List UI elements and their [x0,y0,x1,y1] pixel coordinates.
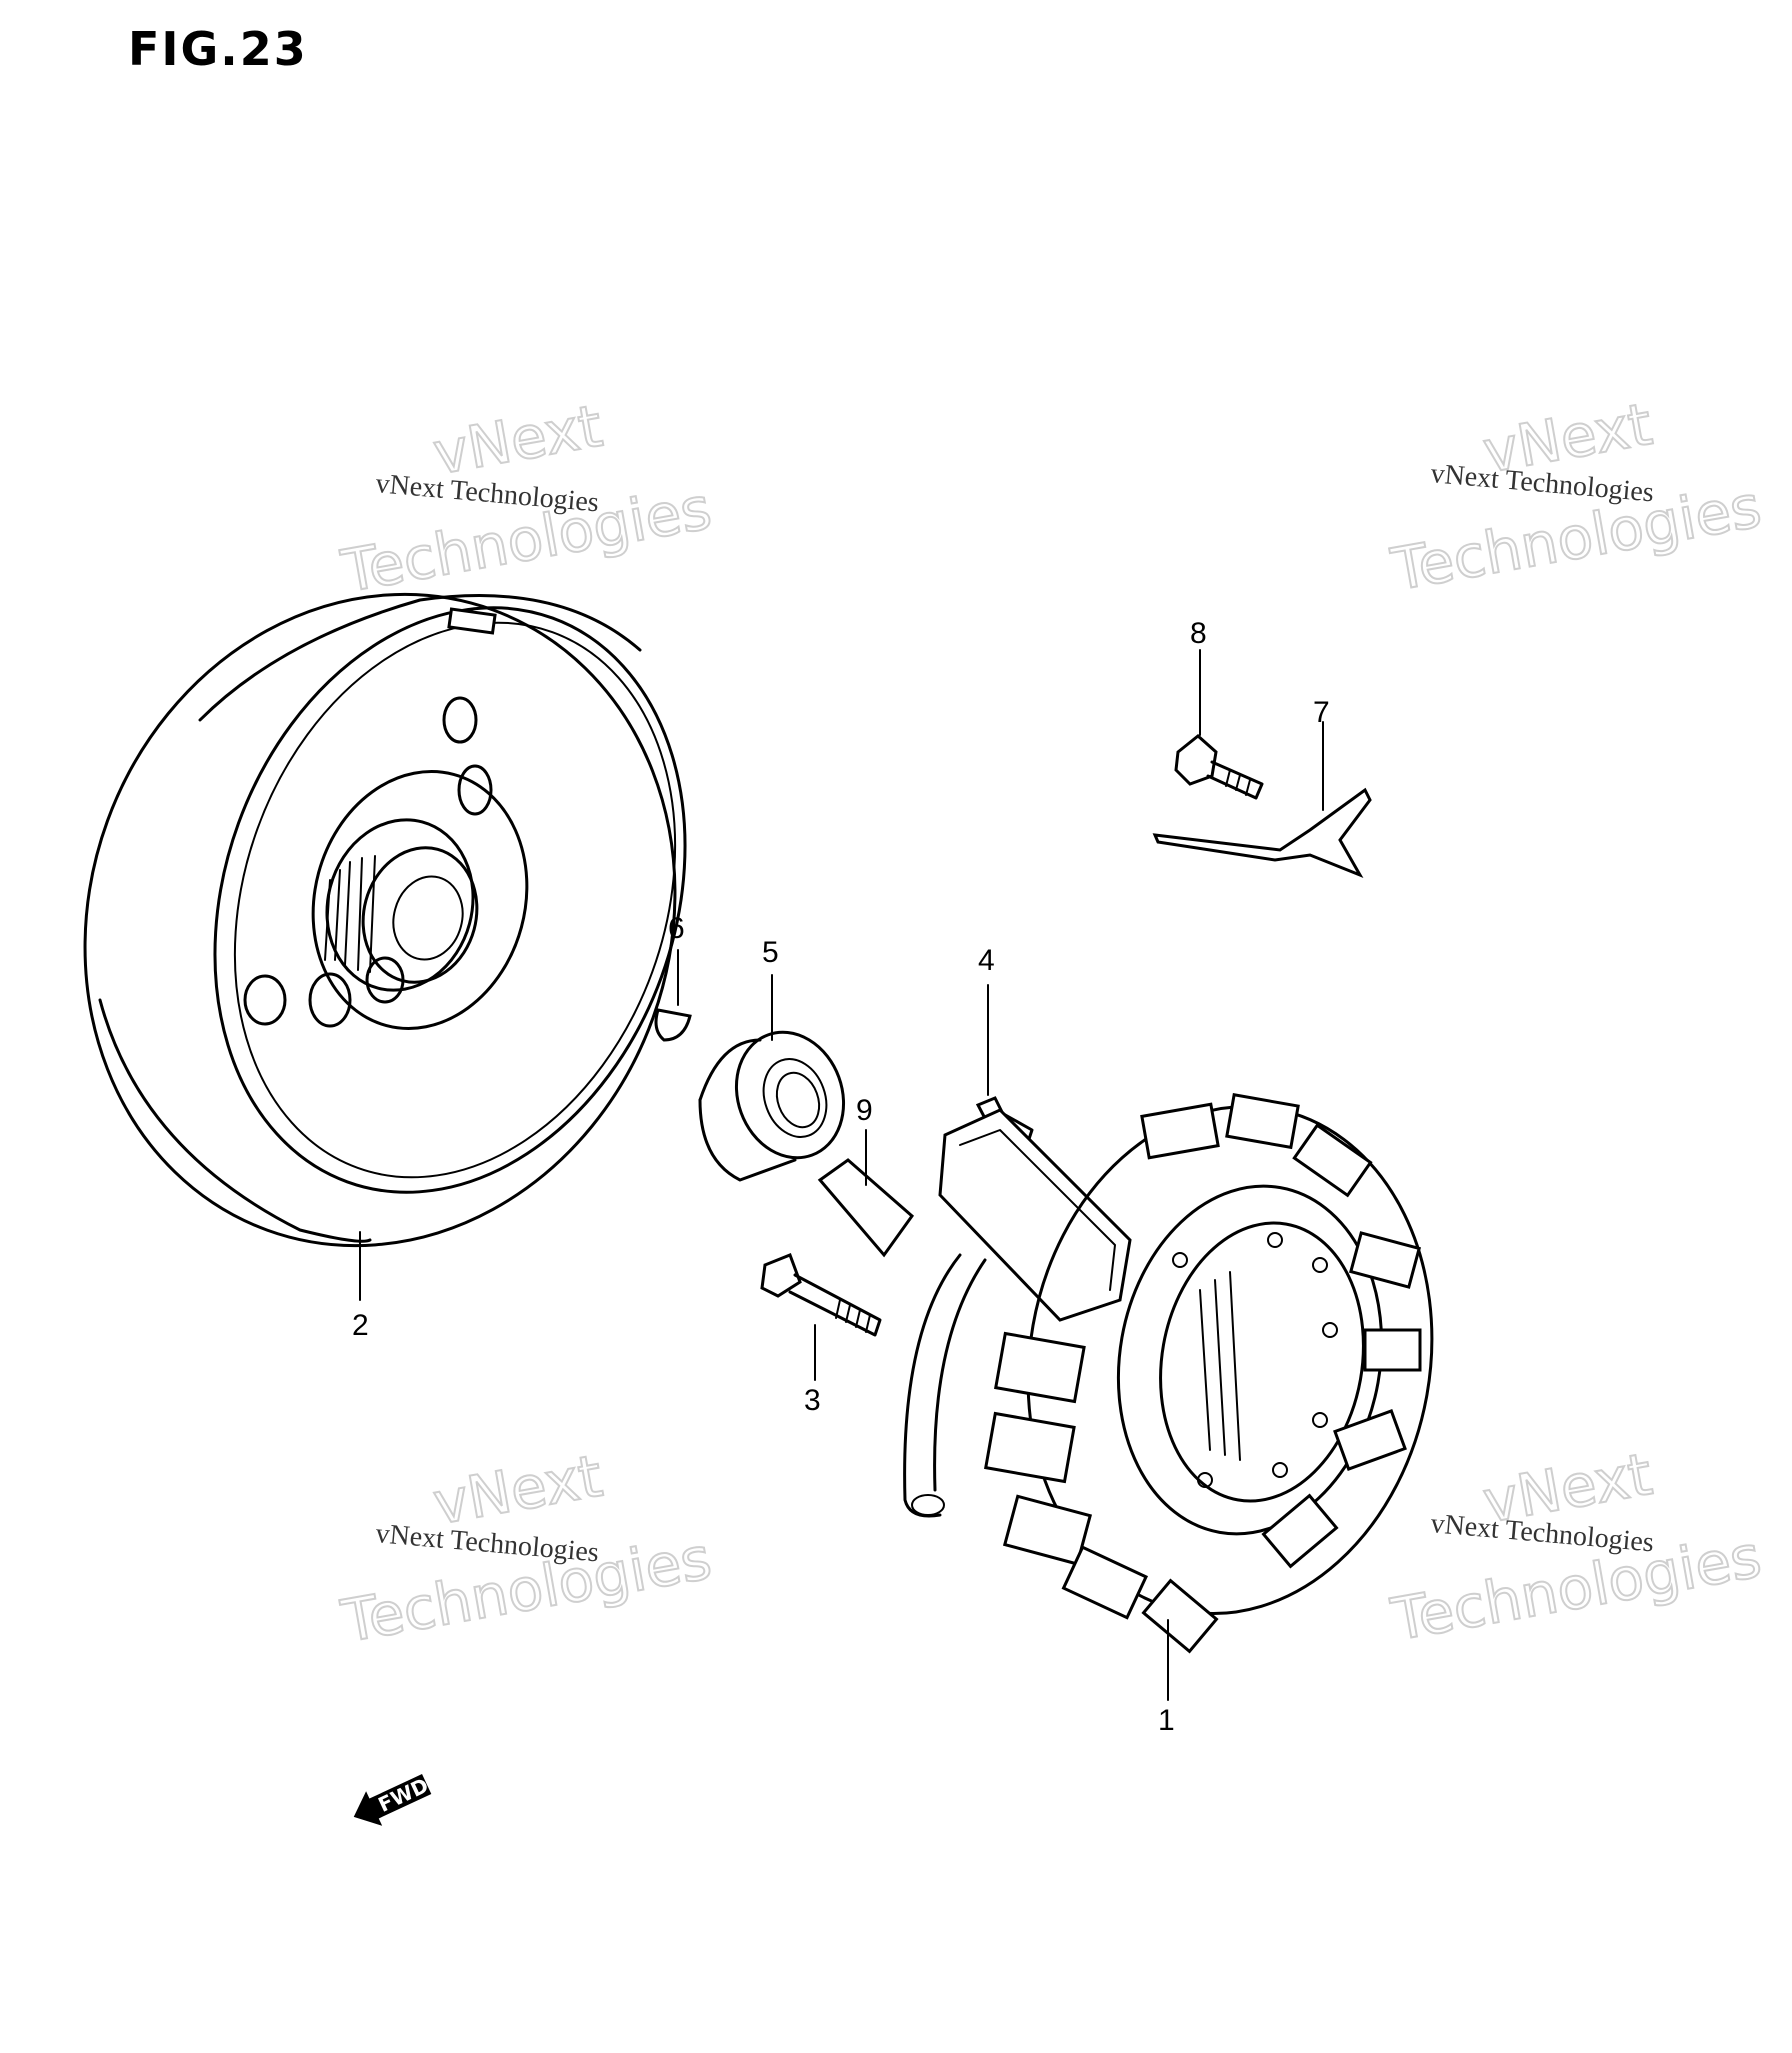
callout-6: 6 [668,912,685,945]
callout-7: 7 [1313,696,1330,729]
callout-3: 3 [804,1384,821,1417]
plate-part [817,1129,915,1258]
woodruff-key-part [654,949,692,1042]
callout-5: 5 [762,936,779,969]
stator-coil-part [903,1093,1434,1701]
rotor-flywheel-part [83,592,687,1301]
fwd-label: FWD [374,1773,432,1817]
forward-direction-arrow-icon: FWD [353,1773,432,1826]
figure-title: FIG.23 [128,22,308,76]
watermark-big-1: vNext [428,392,607,488]
bracket-bolt-part [1174,649,1264,800]
watermark-big-1: vNext [428,1442,607,1538]
callout-1: 1 [1158,1704,1175,1737]
callout-2: 2 [352,1309,369,1342]
clamp-part [1152,721,1372,878]
collar-part [698,974,846,1182]
callout-8: 8 [1190,617,1207,650]
callout-9: 9 [856,1094,873,1127]
callout-4: 4 [978,944,995,977]
stator-bolt-part [760,1253,882,1381]
